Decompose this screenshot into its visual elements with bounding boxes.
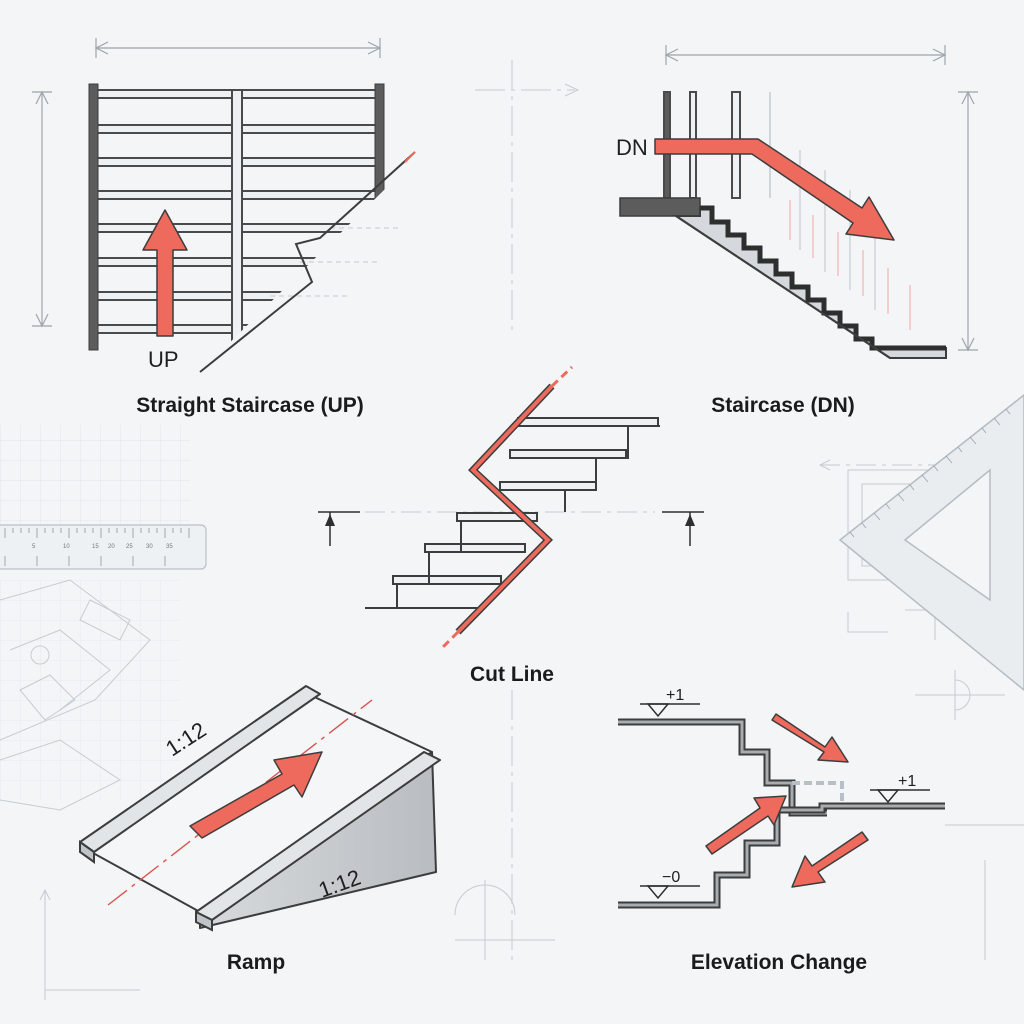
direction-arrow-icon (791, 831, 869, 888)
caption-ramp: Ramp (227, 951, 285, 974)
ruler-tick-label: 5 (32, 544, 36, 550)
direction-label-up: UP (148, 347, 179, 372)
ruler-tick-label: 15 (92, 544, 99, 550)
stringer-left (88, 83, 99, 351)
panel-cut-line: Cut Line (318, 365, 704, 686)
direction-arrow-icon (189, 751, 323, 839)
level-marker-icon (870, 789, 930, 804)
ruler-tick-label: 25 (126, 544, 133, 550)
direction-arrow-icon (142, 209, 188, 337)
caption-elevation-change: Elevation Change (691, 951, 867, 974)
ruler-tick-label: 20 (108, 544, 115, 550)
level-label-lower: −0 (662, 869, 680, 886)
level-marker-icon (640, 885, 700, 900)
caption-staircase-dn: Staircase (DN) (711, 394, 855, 417)
ruler-tick-label: 30 (146, 544, 153, 550)
section-marker-icon (685, 514, 695, 526)
dimension-line (664, 45, 978, 352)
caption-cut-line: Cut Line (470, 663, 554, 686)
caption-straight-staircase: Straight Staircase (UP) (136, 394, 364, 417)
set-square-icon (838, 394, 1024, 691)
section-marker-icon (325, 514, 335, 526)
break-line (199, 151, 416, 373)
level-label-right: +1 (898, 773, 916, 790)
ruler-tick-label: 35 (166, 544, 173, 550)
stringer-center (231, 89, 243, 347)
ruler-tick-label: 10 (63, 544, 70, 550)
panel-staircase-dn: DN Staircase (DN) (616, 45, 978, 417)
upper-step-profile (618, 718, 827, 817)
panel-elevation-change: +1 +1 −0 Elevation Change (618, 687, 945, 974)
panel-ramp: 1:12 1:12 Ramp (79, 685, 441, 974)
direction-arrow-icon (705, 795, 787, 855)
lower-step-profile (618, 802, 945, 909)
level-marker-icon (640, 703, 700, 718)
upper-flight (499, 417, 659, 491)
lower-flight (392, 512, 538, 585)
level-label-upper: +1 (666, 687, 684, 704)
stair-flight-dn (672, 207, 947, 359)
direction-arrow-icon (654, 138, 895, 241)
direction-arrow-icon (771, 713, 849, 763)
direction-label-dn: DN (616, 135, 648, 160)
dimension-line (32, 38, 382, 328)
ruler: 5 10 15 20 25 30 35 (0, 524, 207, 570)
panel-straight-staircase: UP Straight Staircase (UP) (32, 38, 416, 417)
